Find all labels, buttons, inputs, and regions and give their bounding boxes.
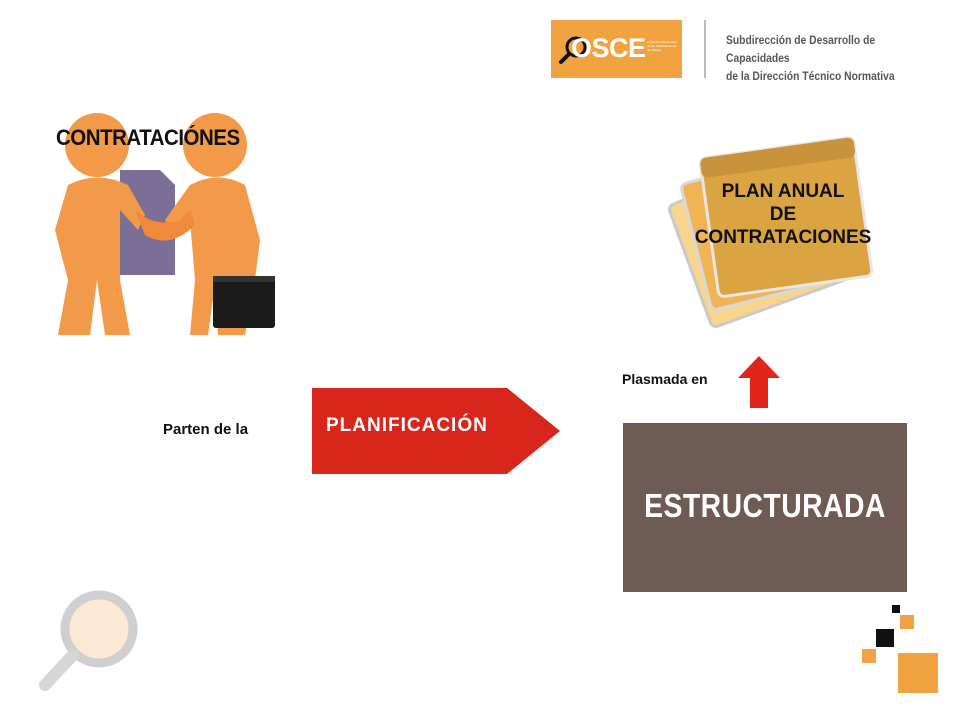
estructurada-label: ESTRUCTURADA <box>644 487 886 524</box>
magnifier-icon <box>559 36 587 64</box>
plan-line-1: PLAN ANUAL <box>721 181 845 202</box>
plan-line-2: DE <box>769 204 797 225</box>
logo-subtext: Organismo Supervisor de las Contratacion… <box>647 40 677 52</box>
header-subtitle: Subdirección de Desarrollo de Capacidade… <box>726 31 924 85</box>
folders-illustration <box>668 136 874 328</box>
handshake-illustration <box>55 113 275 335</box>
osce-logo: OSCE Organismo Supervisor de las Contrat… <box>551 20 682 78</box>
planificacion-arrow <box>312 388 560 474</box>
up-arrow-icon <box>738 356 780 408</box>
header-line-2: de la Dirección Técnico Normativa <box>726 69 895 83</box>
plan-line-3: CONTRATACIONES <box>694 227 872 248</box>
header-divider <box>704 20 706 78</box>
estructurada-box: ESTRUCTURADA <box>623 423 907 592</box>
planificacion-label: PLANIFICACIÓN <box>326 415 488 436</box>
magnifier-decoration-icon <box>39 590 138 691</box>
logo-text: OSCE <box>571 33 646 63</box>
header-line-1: Subdirección de Desarrollo de Capacidade… <box>726 33 876 65</box>
parten-label: Parten de la <box>163 421 249 438</box>
plasmada-label: Plasmada en <box>622 371 708 387</box>
plan-anual-label: PLAN ANUAL DE CONTRATACIONES <box>676 180 890 249</box>
contrataciones-label: CONTRATACIÓNES <box>56 125 240 150</box>
squares-decoration <box>862 605 938 693</box>
